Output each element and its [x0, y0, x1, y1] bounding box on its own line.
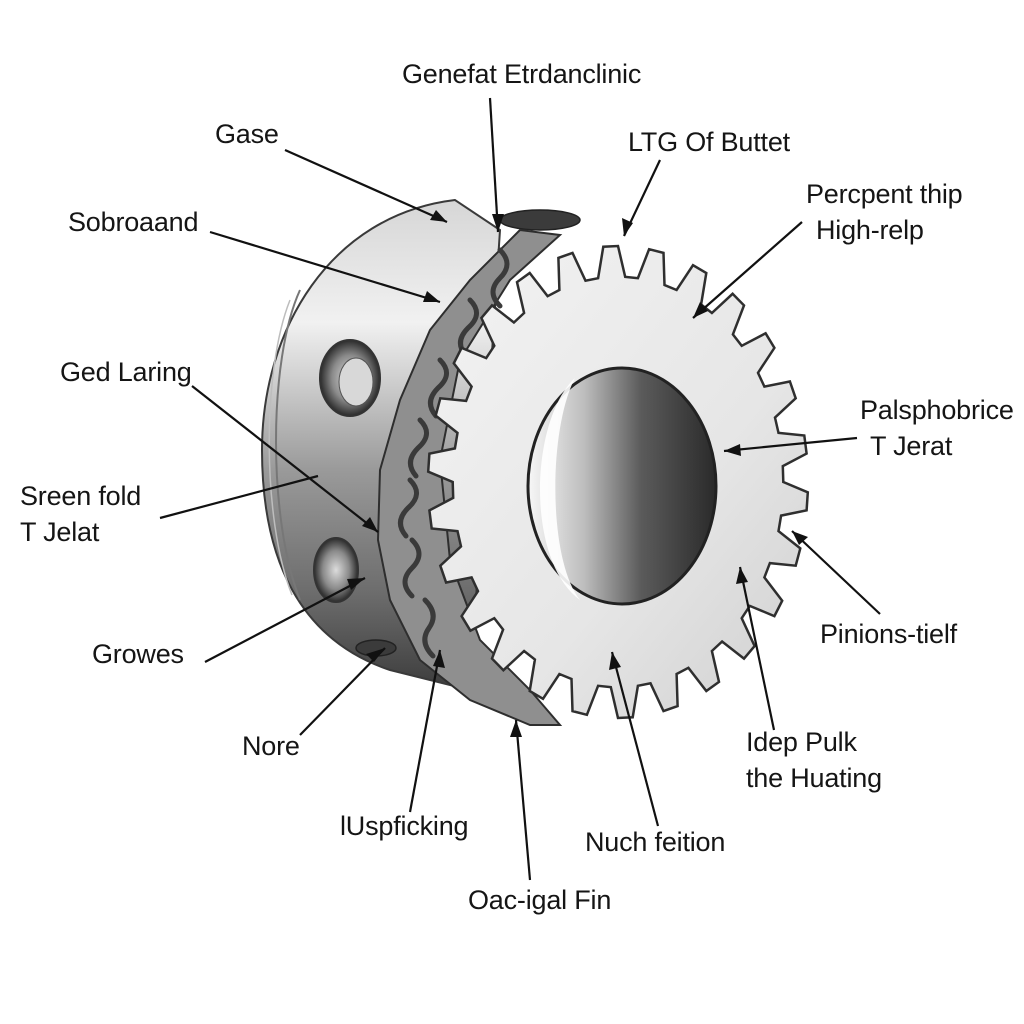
hub-hole-lower	[313, 537, 359, 603]
leader-nore	[299, 647, 386, 736]
leader-oac	[514, 719, 532, 881]
label-growes: Growes	[92, 639, 184, 669]
gear-bore	[526, 366, 718, 606]
leader-general	[488, 97, 500, 233]
label-percpent-line2: High-relp	[816, 215, 924, 245]
label-iuspficking: lUspficking	[340, 811, 469, 841]
label-percpent: Percpent thip High-relp	[806, 176, 963, 248]
hub-slot-top	[499, 209, 581, 231]
leader-sobroaand	[209, 230, 441, 304]
leader-growes	[204, 577, 366, 663]
label-percpent-line1: Percpent thip	[806, 179, 963, 209]
gear-tooth-flank	[376, 228, 563, 726]
label-sobroaand: Sobroaand	[68, 207, 199, 237]
label-idep-line2: the Huating	[746, 763, 882, 793]
leader-sreen	[159, 474, 319, 520]
leader-pinions	[791, 530, 881, 615]
label-nuch: Nuch feition	[585, 827, 726, 857]
label-palsphobrice-line1: Palsphobrice	[860, 395, 1014, 425]
label-idep: Idep Pulk the Huating	[746, 724, 882, 796]
label-palsphobrice: Palsphobrice T Jerat	[860, 392, 1014, 464]
leader-palsphobrice	[723, 436, 858, 453]
label-nore: Nore	[242, 731, 300, 761]
label-oac: Oac-igal Fin	[468, 885, 612, 915]
leader-arrowheads	[347, 210, 808, 737]
leader-idep	[738, 566, 776, 731]
leader-nuch	[610, 651, 660, 827]
label-gase: Gase	[215, 119, 279, 149]
leader-gase	[284, 148, 448, 224]
label-sreen-line2: T Jelat	[20, 517, 100, 547]
label-sreen-line1: Sreen fold	[20, 481, 142, 511]
label-general: Genefat Etrdanclinic	[402, 59, 642, 89]
label-pinions: Pinions-tielf	[820, 619, 957, 649]
label-ltg: LTG Of Buttet	[628, 127, 790, 157]
label-ged-laring: Ged Laring	[60, 357, 192, 387]
label-palsphobrice-line2: T Jerat	[870, 431, 953, 461]
label-idep-line1: Idep Pulk	[746, 727, 857, 757]
hub-hole-upper	[319, 339, 381, 417]
leader-percpent	[692, 221, 803, 319]
leader-iuspficking	[408, 649, 442, 813]
label-sreen: Sreen fold T Jelat	[20, 478, 141, 550]
leader-ged-laring	[191, 385, 379, 533]
